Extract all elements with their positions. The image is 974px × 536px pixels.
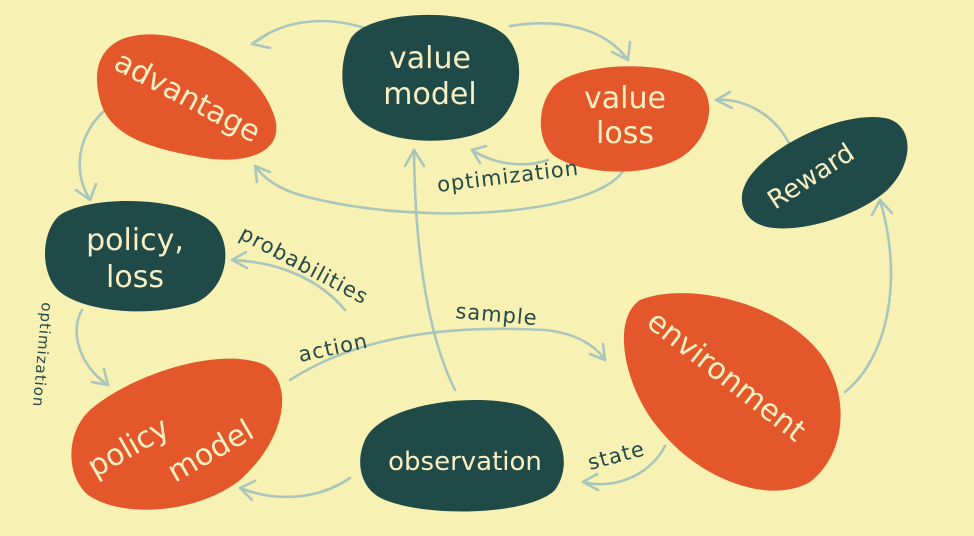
node-observation-shape — [360, 400, 564, 512]
edges — [74, 19, 894, 502]
arrowhead-environment-in — [588, 342, 607, 362]
arrowhead-value-model-in — [470, 144, 488, 165]
edge-value-loss-to-advantage — [253, 164, 627, 215]
arrowhead-policy-model-in — [90, 367, 110, 387]
node-value-model-label-line1: value — [389, 41, 471, 76]
node-value-loss-label-line1: value — [584, 81, 666, 116]
edge-observation-to-value-model — [412, 148, 457, 392]
edge-observation-to-policy-model — [238, 476, 352, 499]
arrowhead-observation-in — [581, 472, 600, 492]
node-policy-loss-label-line2: loss — [106, 260, 164, 295]
edge-environment-to-observation — [581, 444, 667, 486]
arrowhead-reward-in — [870, 198, 894, 217]
node-environment-shape — [623, 293, 841, 491]
edge-reward-to-value-loss — [714, 98, 792, 147]
edge-label-probabilities: probabilities — [236, 221, 373, 309]
node-value-loss: value loss — [540, 66, 710, 172]
arrowhead-policy-model-right-in — [238, 479, 257, 502]
node-environment: environment — [623, 293, 841, 491]
edge-policy-loss-to-policy-model — [75, 308, 110, 387]
edge-label-optimization-left: optimization — [29, 302, 56, 408]
arrowhead-advantage-bottom-in — [253, 164, 272, 184]
node-value-loss-shape — [540, 66, 710, 172]
arrowhead-policy-loss-in — [74, 182, 98, 202]
node-reward: Reward — [741, 116, 908, 229]
node-value-model-shape — [342, 14, 520, 141]
edge-label-state: state — [585, 437, 647, 475]
node-policy-loss-shape — [45, 201, 226, 312]
arrowhead-advantage-in — [250, 32, 272, 50]
node-policy-loss: policy, loss — [45, 201, 226, 312]
edge-advantage-to-policy-loss — [78, 108, 107, 202]
edge-label-sample: sample — [455, 299, 539, 330]
edge-value-model-to-advantage — [250, 19, 367, 46]
node-value-loss-label-line2: loss — [596, 116, 654, 151]
node-policy-model: policy model — [71, 358, 283, 510]
edge-label-action: action — [296, 329, 370, 367]
node-reward-shape — [741, 116, 908, 229]
node-policy-loss-label-line1: policy, — [86, 223, 184, 258]
edge-policy-model-to-environment — [288, 327, 607, 382]
arrowhead-value-model-bottom-in — [403, 148, 426, 168]
edge-value-model-to-value-loss — [508, 22, 630, 62]
node-value-model-label-line2: model — [383, 77, 476, 112]
edge-environment-to-reward — [843, 198, 893, 394]
node-observation: observation — [360, 400, 564, 512]
edge-policy-model-to-policy-loss — [230, 258, 347, 312]
arrowhead-policy-loss-right-in — [230, 250, 249, 270]
arrowhead-value-loss-in — [610, 40, 632, 62]
edge-value-loss-to-value-model — [470, 148, 550, 166]
edge-label-optimization-top: optimization — [436, 156, 581, 197]
node-advantage: advantage — [96, 34, 277, 160]
node-policy-model-shape — [71, 358, 283, 510]
node-value-model: value model — [342, 14, 520, 141]
node-observation-label: observation — [388, 447, 542, 477]
node-advantage-shape — [96, 34, 277, 160]
arrowhead-value-loss-right-in — [714, 90, 734, 110]
